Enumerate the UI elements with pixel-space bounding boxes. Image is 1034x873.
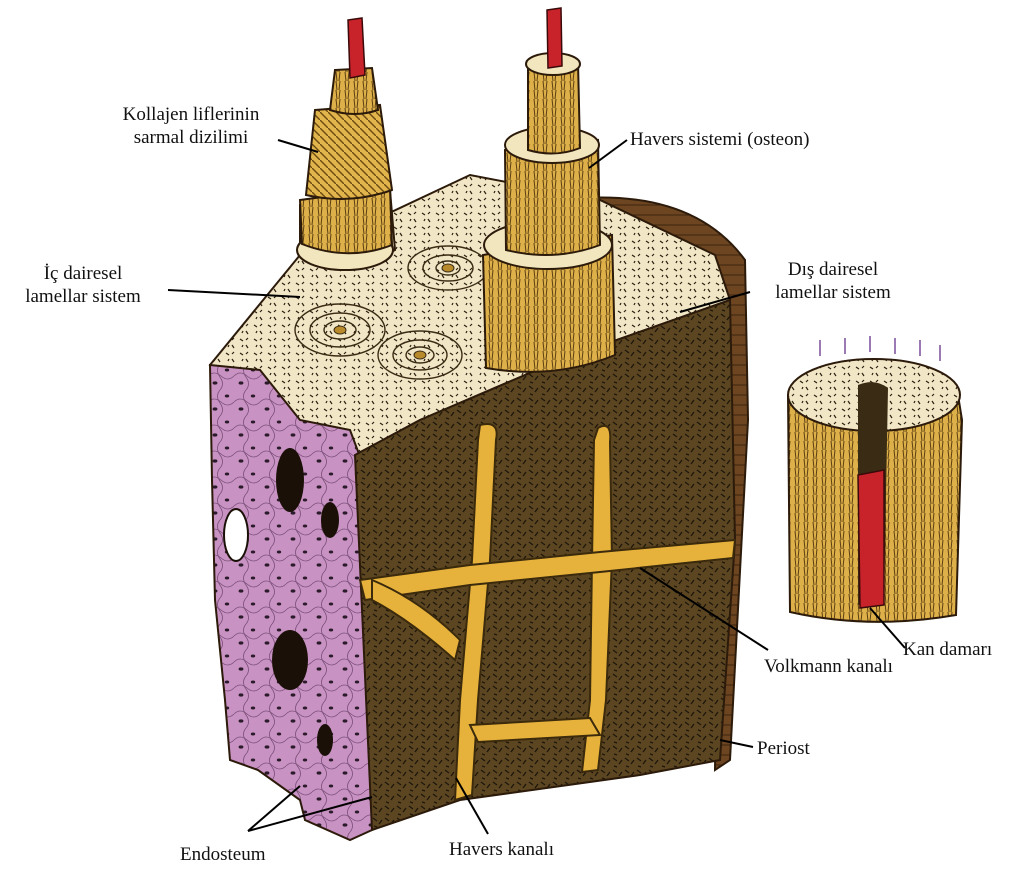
- label-collagen-line2: sarmal dizilimi: [96, 126, 286, 149]
- vessel-left: [348, 18, 365, 78]
- collagen-spiral-osteon: [297, 18, 395, 270]
- label-collagen-spiral: Kollajen liflerinin sarmal dizilimi: [96, 103, 286, 149]
- vessel-center: [547, 8, 562, 68]
- label-outer-line2: lamellar sistem: [748, 281, 918, 304]
- label-inner-line2: lamellar sistem: [2, 285, 164, 308]
- label-inner-line1: İç dairesel: [2, 262, 164, 285]
- label-volkmann-canal: Volkmann kanalı: [764, 655, 893, 678]
- label-endosteum: Endosteum: [180, 843, 266, 866]
- label-outer-circumferential: Dış dairesel lamellar sistem: [748, 258, 918, 304]
- label-blood-vessel: Kan damarı: [903, 638, 992, 661]
- endosteum-face: [210, 365, 372, 840]
- label-outer-line1: Dış dairesel: [748, 258, 918, 281]
- label-haversian-system: Havers sistemi (osteon): [630, 128, 809, 151]
- vessel-inset: [858, 470, 884, 608]
- label-periosteum: Periost: [757, 737, 810, 760]
- label-haversian-canal: Havers kanalı: [449, 838, 554, 861]
- inset-osteon-vessel: [788, 336, 962, 622]
- label-inner-circumferential: İç dairesel lamellar sistem: [2, 262, 164, 308]
- label-collagen-line1: Kollajen liflerinin: [96, 103, 286, 126]
